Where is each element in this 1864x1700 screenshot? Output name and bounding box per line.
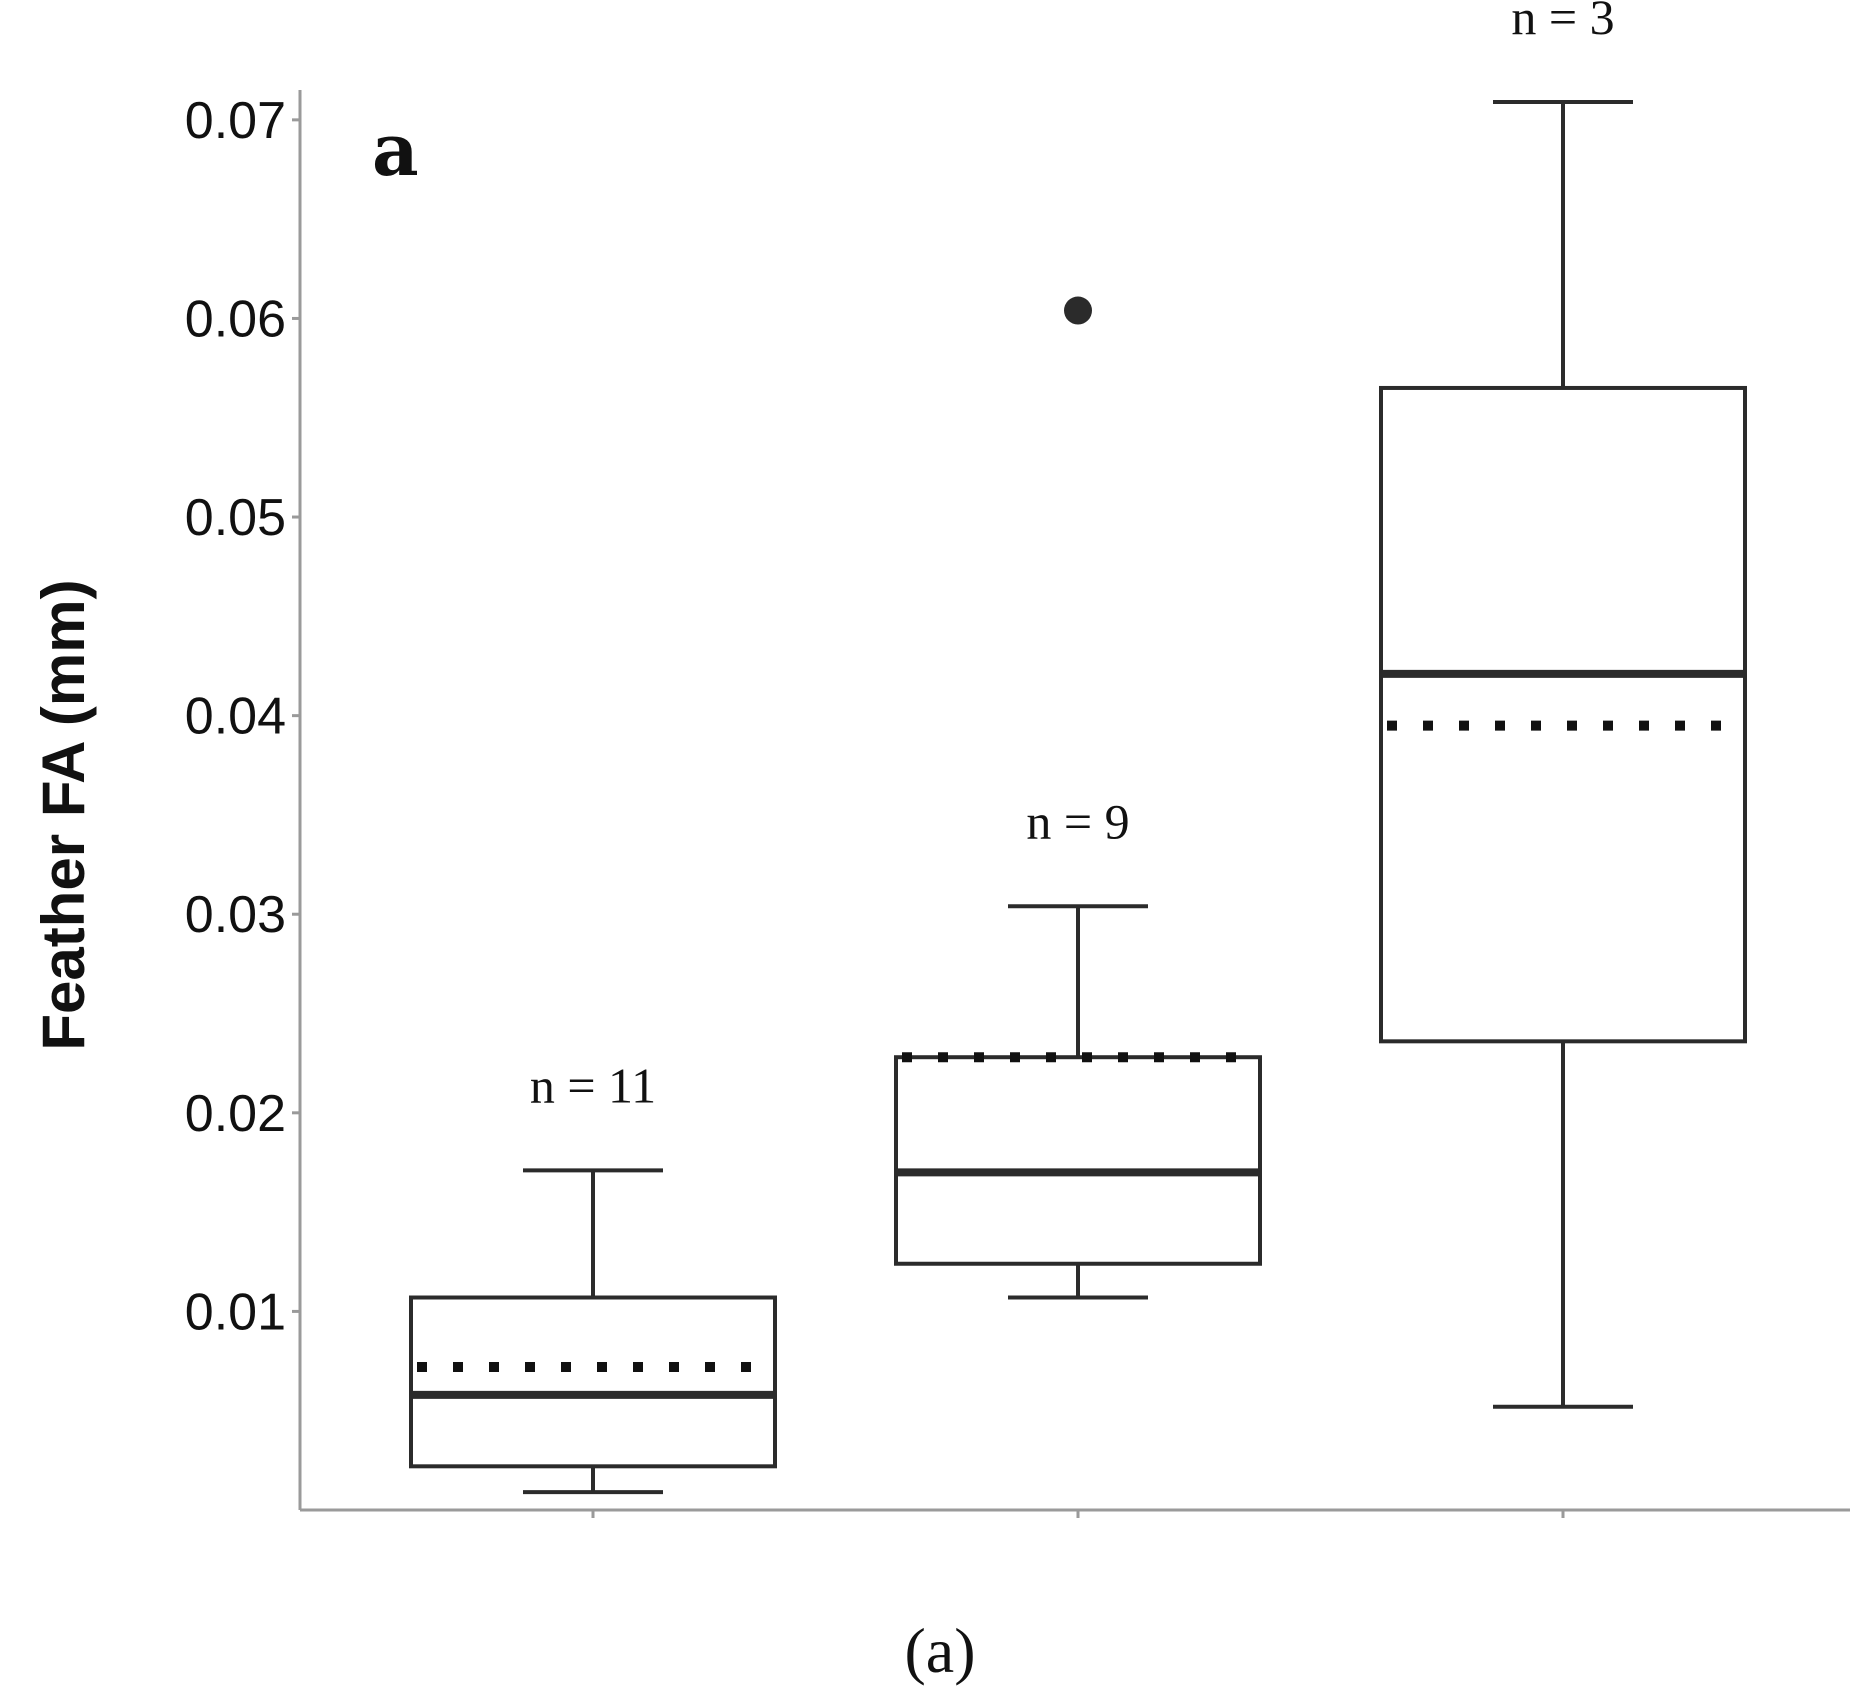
box-group: n = 11 — [409, 1057, 777, 1495]
box-groups: n = 11 n = 9 n = 3 — [409, 0, 1747, 1495]
y-tick-label: 0.07 — [185, 92, 286, 150]
iqr-box — [894, 1055, 1262, 1266]
iqr-box — [1379, 385, 1747, 1044]
panel-letter: a — [372, 107, 419, 192]
y-axis-label: Feather FA (mm) — [30, 579, 97, 1050]
iqr-box — [409, 1295, 777, 1469]
y-tick-label: 0.02 — [185, 1085, 286, 1143]
y-axis-ticks: 0.01 0.02 0.03 0.04 0.05 0.06 0.07 — [185, 92, 300, 1341]
n-label: n = 11 — [530, 1057, 656, 1113]
n-label: n = 9 — [1026, 793, 1129, 849]
y-tick-label: 0.03 — [185, 886, 286, 944]
box-group: n = 9 — [894, 296, 1262, 1300]
x-axis-ticks — [591, 1510, 1565, 1518]
y-tick-label: 0.06 — [185, 290, 286, 348]
y-tick-label: 0.05 — [185, 489, 286, 547]
figure-caption: (a) — [904, 1615, 975, 1686]
outlier-point — [1064, 296, 1092, 325]
y-tick-label: 0.04 — [185, 688, 286, 746]
box-group: n = 3 — [1379, 0, 1747, 1409]
n-label: n = 3 — [1511, 0, 1614, 45]
y-tick-label: 0.01 — [185, 1283, 286, 1341]
